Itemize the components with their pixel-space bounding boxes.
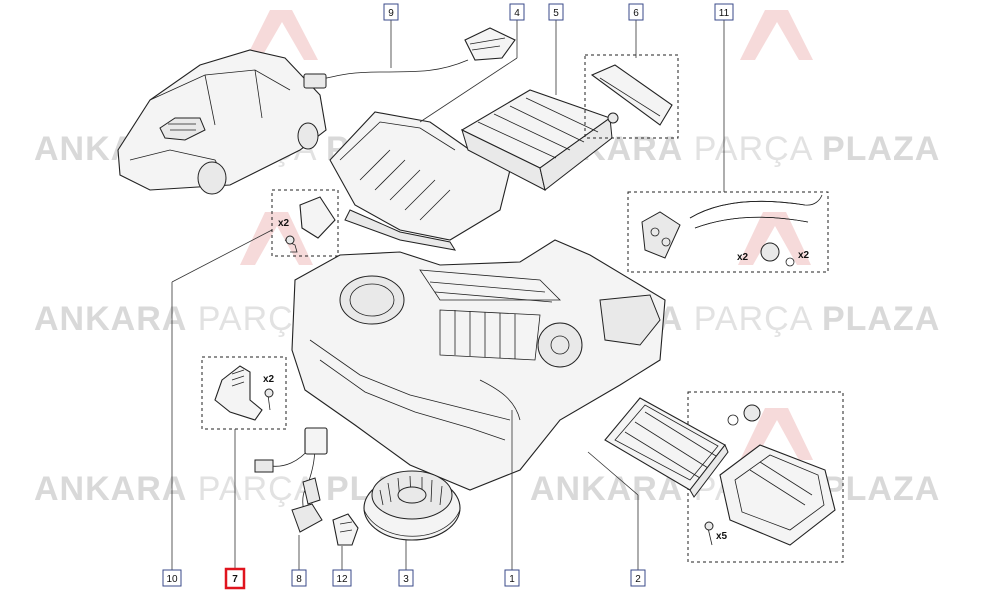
qty-x2-pipe-b: x2: [798, 250, 810, 261]
svg-text:2: 2: [635, 574, 641, 585]
svg-text:7: 7: [232, 574, 238, 585]
cabin-filter-icon: [460, 89, 613, 191]
motor-harness-icon: [254, 427, 328, 533]
svg-text:10: 10: [166, 574, 178, 585]
hvac-housing-icon: [291, 239, 666, 491]
seal-strip-icon: [590, 64, 673, 126]
callout-11[interactable]: 11: [714, 3, 734, 21]
group-box-11: [627, 191, 829, 273]
callout-4[interactable]: 4: [509, 3, 525, 21]
qty-x2-bracket: x2: [278, 218, 290, 229]
svg-text:8: 8: [296, 574, 302, 585]
svg-text:1: 1: [509, 574, 515, 585]
upper-case-icon: [329, 111, 511, 251]
connector-icon: [332, 513, 359, 546]
group-box-6: [584, 54, 679, 139]
radiator-icon: [604, 397, 836, 546]
qty-x2-pipe-a: x2: [737, 252, 749, 263]
fan-icon: [363, 470, 461, 541]
heater-pipes-icon: [641, 194, 823, 267]
callout-2[interactable]: 2: [630, 569, 646, 587]
leader-lines: [171, 20, 725, 570]
svg-text:5: 5: [553, 8, 559, 19]
wiring-harness-icon: [303, 27, 516, 89]
callout-7-highlighted[interactable]: 7: [224, 567, 246, 590]
resistor-icon: [214, 365, 274, 421]
svg-text:6: 6: [633, 8, 639, 19]
callout-1[interactable]: 1: [504, 569, 520, 587]
svg-text:4: 4: [514, 8, 520, 19]
callout-3[interactable]: 3: [398, 569, 414, 587]
qty-x5-screw: x5: [716, 531, 728, 542]
callout-5[interactable]: 5: [548, 3, 564, 21]
callout-10[interactable]: 10: [162, 569, 182, 587]
callout-8[interactable]: 8: [291, 569, 307, 587]
car-icon: [117, 49, 327, 195]
callout-9[interactable]: 9: [383, 3, 399, 21]
group-box-10: [271, 189, 339, 257]
callout-12[interactable]: 12: [332, 569, 352, 587]
actuator-10-icon: [284, 196, 336, 253]
group-box-7: [201, 356, 287, 430]
svg-text:3: 3: [403, 574, 409, 585]
svg-text:9: 9: [388, 8, 394, 19]
qty-x2-resistor: x2: [263, 374, 275, 385]
svg-text:12: 12: [336, 574, 348, 585]
svg-text:11: 11: [719, 8, 730, 19]
callout-6[interactable]: 6: [628, 3, 644, 21]
